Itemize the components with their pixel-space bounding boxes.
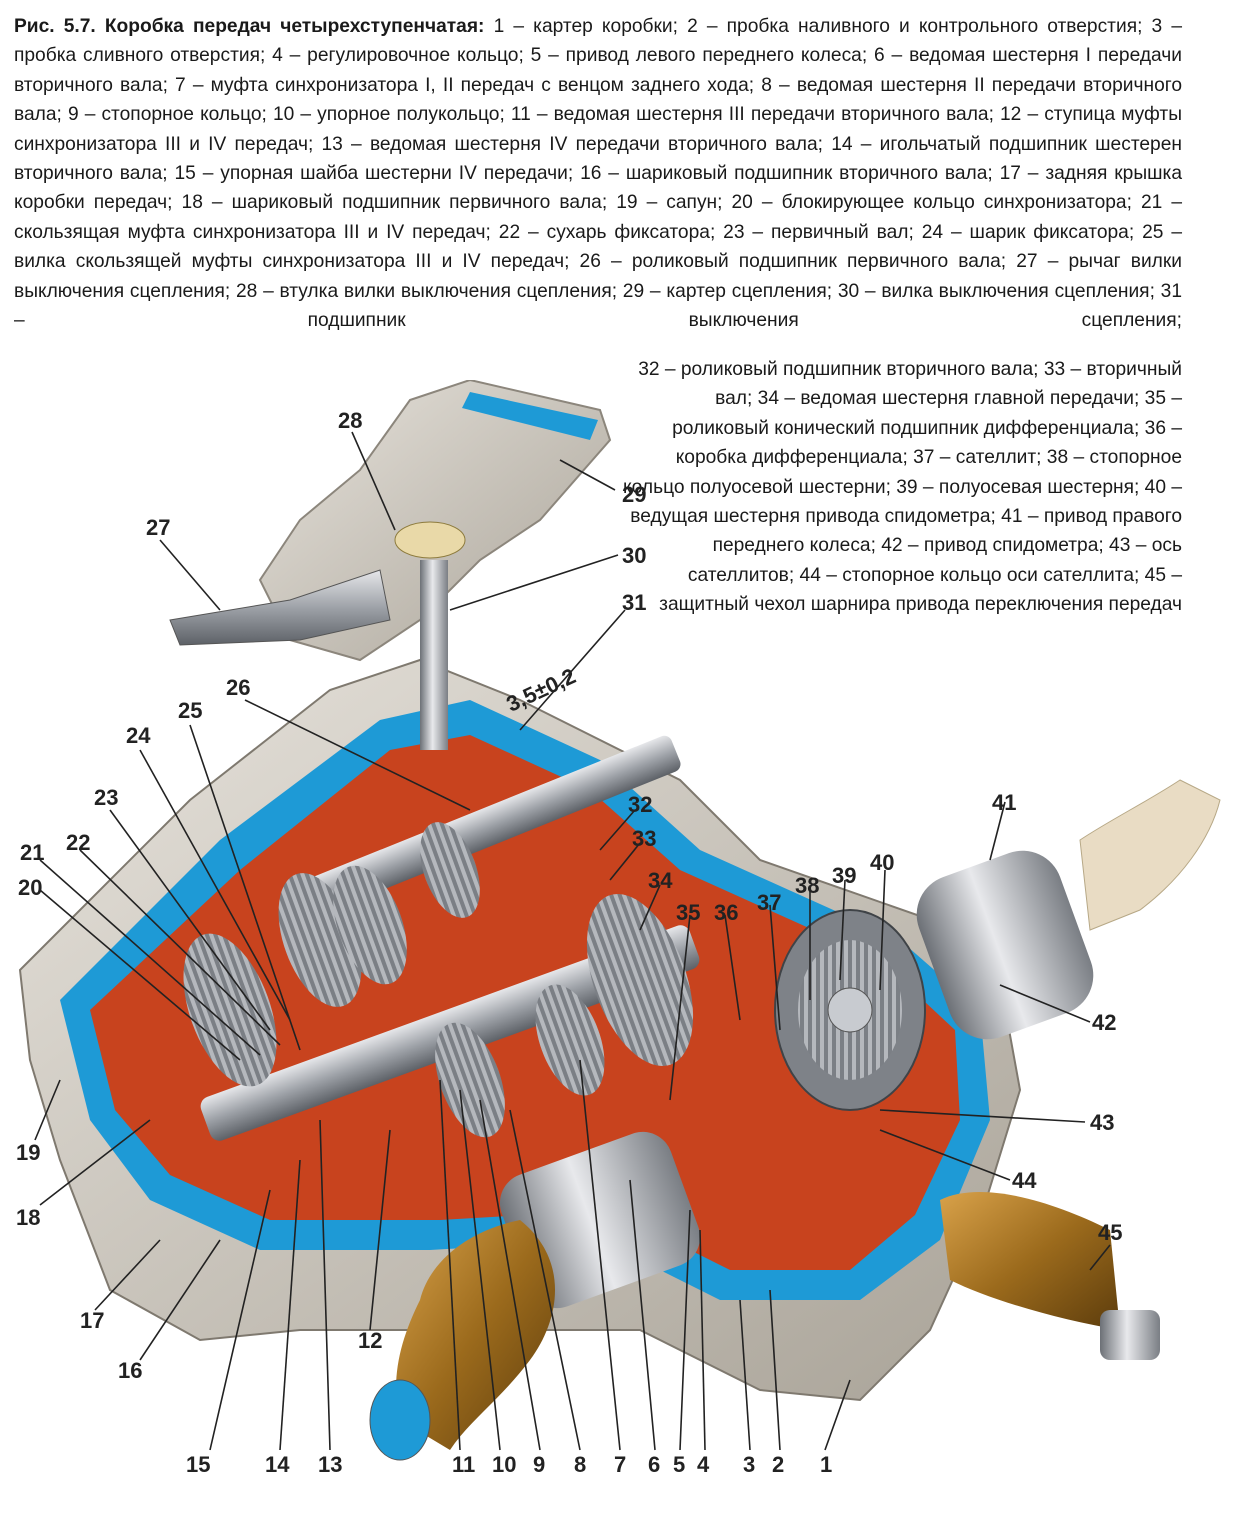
- callout-26: 26: [226, 675, 250, 700]
- differential: [774, 909, 926, 1111]
- callout-42: 42: [1092, 1010, 1116, 1035]
- callout-39: 39: [832, 863, 856, 888]
- clutch-lever: [169, 569, 391, 646]
- callout-33: 33: [632, 826, 656, 851]
- caption-title: Рис. 5.7. Коробка передач четырехступенч…: [14, 16, 485, 37]
- callout-numbers: 1 2 3 4 5 6 7 8 9 10 11 12 13 14 15 16 1…: [16, 408, 1122, 1477]
- callout-20: 20: [18, 875, 42, 900]
- callout-29: 29: [622, 482, 646, 507]
- callout-18: 18: [16, 1205, 40, 1230]
- callout-17: 17: [80, 1308, 104, 1333]
- callout-6: 6: [648, 1452, 660, 1477]
- callout-22: 22: [66, 830, 90, 855]
- callout-44: 44: [1012, 1168, 1037, 1193]
- dimension-label: 3,5±0,2: [502, 663, 579, 717]
- callout-36: 36: [714, 900, 738, 925]
- callout-27: 27: [146, 515, 170, 540]
- callout-31: 31: [622, 590, 646, 615]
- callout-25: 25: [178, 698, 202, 723]
- callout-14: 14: [265, 1452, 290, 1477]
- callout-37: 37: [757, 890, 781, 915]
- callout-3: 3: [743, 1452, 755, 1477]
- callout-28: 28: [338, 408, 362, 433]
- right-wheel-drive: [916, 779, 1221, 1040]
- callout-45: 45: [1098, 1220, 1122, 1245]
- caption-right: 32 – роликовый подшипник вторичного вала…: [618, 355, 1182, 620]
- callout-2: 2: [772, 1452, 784, 1477]
- leader-lines: [34, 431, 1111, 1451]
- callout-7: 7: [614, 1452, 626, 1477]
- callout-15: 15: [186, 1452, 210, 1477]
- callout-11: 11: [452, 1452, 475, 1477]
- callout-10: 10: [492, 1452, 516, 1477]
- callout-19: 19: [16, 1140, 40, 1165]
- callout-41: 41: [992, 790, 1016, 815]
- callout-34: 34: [648, 868, 673, 893]
- callout-1: 1: [820, 1452, 832, 1477]
- callout-5: 5: [673, 1452, 685, 1477]
- callout-16: 16: [118, 1358, 142, 1383]
- callout-24: 24: [126, 723, 151, 748]
- callout-21: 21: [20, 840, 44, 865]
- callout-30: 30: [622, 543, 646, 568]
- clutch-fork: [420, 560, 448, 750]
- shift-rod-boot: [940, 1191, 1160, 1360]
- callout-40: 40: [870, 850, 894, 875]
- callout-13: 13: [318, 1452, 342, 1477]
- caption-top: Рис. 5.7. Коробка передач четырехступенч…: [14, 12, 1182, 335]
- caption-top-text: 1 – картер коробки; 2 – пробка наливного…: [14, 16, 1182, 332]
- callout-38: 38: [795, 873, 819, 898]
- callout-4: 4: [697, 1452, 710, 1477]
- callout-12: 12: [358, 1328, 382, 1353]
- callout-9: 9: [533, 1452, 545, 1477]
- left-wheel-drive: [369, 1131, 701, 1461]
- callout-23: 23: [94, 785, 118, 810]
- callout-32: 32: [628, 792, 652, 817]
- input-shaft: [309, 735, 681, 913]
- callout-35: 35: [676, 900, 700, 925]
- callout-43: 43: [1090, 1110, 1114, 1135]
- callout-8: 8: [574, 1452, 586, 1477]
- gearbox-cutaway-illustration: 3,5±0,2: [16, 380, 1221, 1477]
- caption-right-text: 32 – роликовый подшипник вторичного вала…: [623, 359, 1182, 616]
